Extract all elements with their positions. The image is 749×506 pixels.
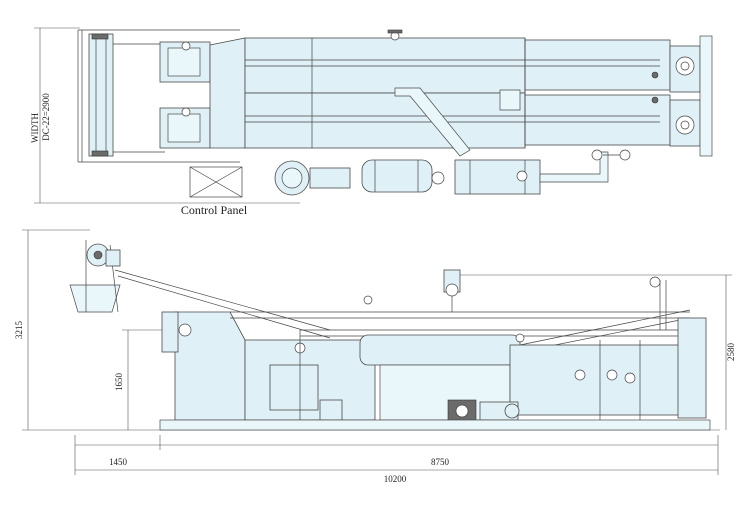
height-tank-dimension: 1650 (114, 373, 124, 392)
winch-reel (88, 33, 114, 157)
length-total-dimension: 10200 (384, 474, 407, 484)
vessel-head (209, 37, 246, 149)
control-panel-label: Control Panel (181, 203, 248, 217)
height-total-dimension: 3215 (14, 321, 24, 340)
heat-exchanger (361, 159, 433, 193)
right-column (677, 317, 707, 419)
side-view: 3215 1650 2580 (14, 229, 736, 484)
height-right-dimension: 2580 (726, 343, 736, 362)
main-vessel-lower (244, 92, 526, 149)
pump-housing (269, 364, 319, 411)
width-value: DC-22=2900 (41, 93, 51, 141)
center-cylinder (359, 334, 521, 366)
length-front-dimension: 1450 (109, 457, 128, 467)
top-view: WIDTH DC-22=2900 (30, 27, 713, 217)
base-frame (159, 419, 711, 431)
width-label: WIDTH (30, 113, 40, 143)
length-main-dimension: 8750 (431, 457, 450, 467)
main-vessel-upper (244, 37, 526, 94)
